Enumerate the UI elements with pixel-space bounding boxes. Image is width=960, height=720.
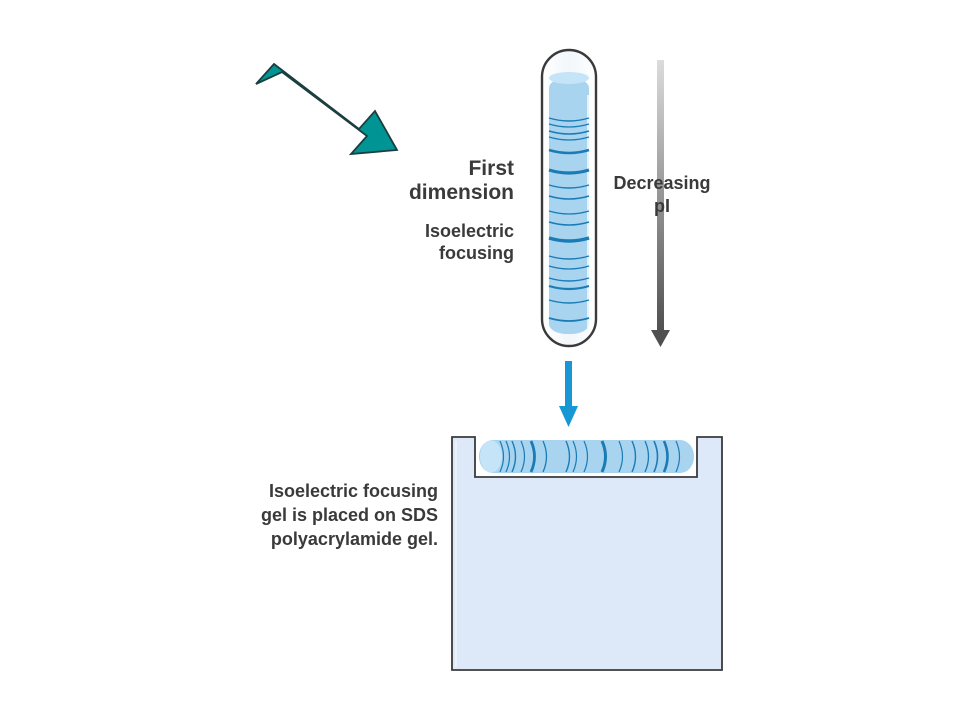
protein-band	[529, 440, 536, 473]
protein-band	[542, 440, 548, 473]
protein-band	[600, 440, 607, 473]
protein-band	[583, 440, 589, 473]
protein-band	[520, 440, 526, 473]
protein-band	[511, 440, 517, 473]
protein-band	[548, 117, 590, 122]
protein-band	[548, 148, 590, 155]
first-dimension-line2: dimension	[408, 181, 514, 204]
method-line1: Isoelectric	[424, 221, 514, 241]
protein-band	[662, 440, 669, 473]
placement-line3: polyacrylamide gel.	[270, 529, 438, 549]
protein-band	[631, 440, 637, 473]
protein-band	[548, 221, 590, 226]
protein-band	[548, 265, 590, 270]
protein-band	[548, 317, 590, 322]
protein-band	[565, 440, 571, 473]
arrow-down-right-icon	[255, 62, 399, 156]
protein-band	[675, 440, 681, 473]
protein-band	[548, 277, 590, 282]
protein-band	[548, 184, 590, 189]
protein-band	[548, 136, 590, 141]
placement-line1: Isoelectric focusing	[268, 481, 438, 501]
protein-band	[653, 440, 659, 473]
protein-band	[548, 284, 590, 291]
protein-band	[548, 123, 590, 128]
protein-bands	[548, 117, 590, 322]
protein-band	[548, 299, 590, 304]
placement-label: Isoelectric focusing gel is placed on SD…	[220, 479, 438, 551]
protein-band	[548, 195, 590, 200]
protein-band	[618, 440, 624, 473]
protein-band	[499, 440, 505, 473]
protein-band	[548, 210, 590, 215]
first-dimension-label: First dimension	[380, 157, 514, 205]
protein-band	[505, 440, 511, 473]
method-label: Isoelectric focusing	[380, 220, 514, 264]
protein-band	[548, 168, 590, 175]
protein-band	[548, 130, 590, 135]
protein-bands	[499, 440, 681, 473]
protein-band	[548, 255, 590, 260]
gradient-label: Decreasing pI	[598, 172, 726, 218]
protein-band	[644, 440, 650, 473]
arrow-down-icon	[559, 361, 578, 427]
horizontal-focusing-gel	[479, 440, 694, 473]
isoelectric-focusing-tube	[540, 48, 598, 348]
gel-column	[549, 78, 589, 334]
gradient-line2: pI	[654, 196, 670, 216]
protein-band	[548, 236, 590, 243]
gradient-arrow-down-icon	[651, 60, 670, 347]
protein-band	[572, 440, 578, 473]
placement-line2: gel is placed on SDS	[260, 505, 438, 525]
first-dimension-line1: First	[468, 157, 514, 180]
gradient-line1: Decreasing	[613, 173, 711, 193]
sds-polyacrylamide-gel	[451, 436, 723, 671]
method-line2: focusing	[439, 243, 514, 263]
